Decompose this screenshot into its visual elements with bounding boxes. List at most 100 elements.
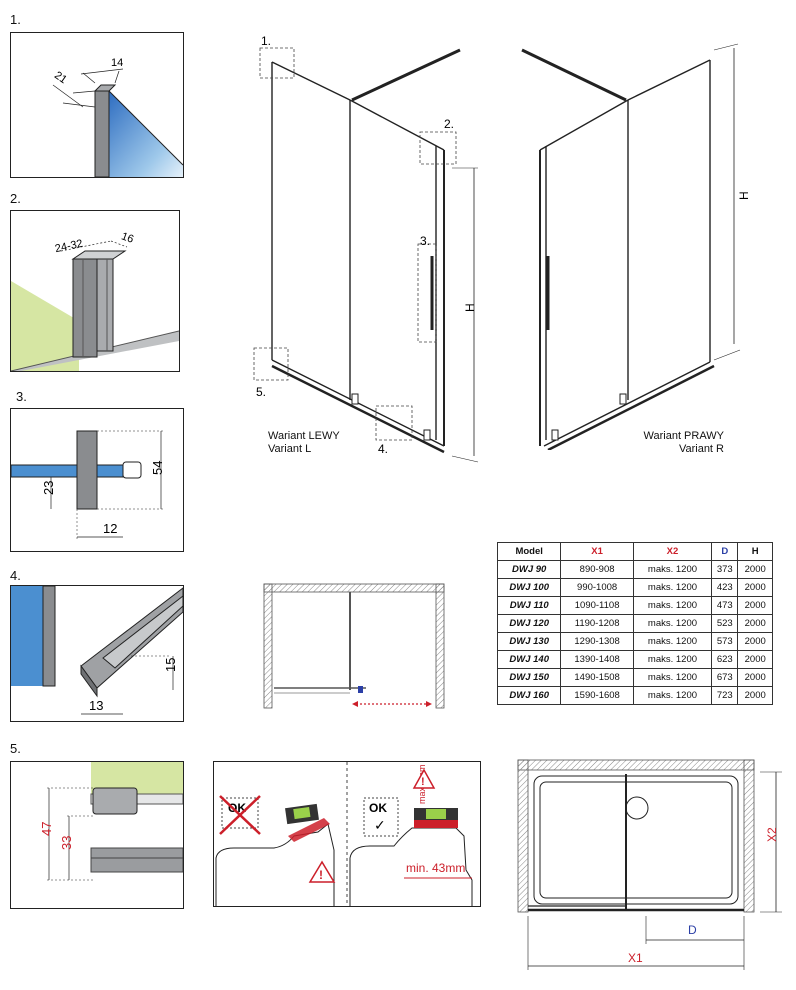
table-cell: 1390-1408 [560, 650, 634, 669]
detail-1-dim-14: 14 [111, 57, 123, 69]
table-cell: maks. 1200 [632, 578, 713, 597]
level-min-label: min. 43mm [406, 861, 465, 875]
detail-3-dim-54: 54 [150, 461, 165, 475]
table-cell: 473 [711, 596, 739, 615]
variant-right-label: Wariant PRAWY Variant R [632, 430, 724, 456]
level-check-panel: OK ! OK ✓ max 1mm ! min. 43mm [213, 761, 481, 907]
level-ok-wrong: OK [228, 801, 246, 815]
variant-right-line1: Wariant PRAWY [643, 430, 724, 442]
detail-3-dim-23: 23 [41, 481, 56, 495]
section-number-1: 1. [10, 12, 21, 27]
detail-2-dim-24-32: 24-32 [54, 238, 84, 256]
detail-3-dim-12: 12 [103, 521, 117, 536]
table-cell: 1490-1508 [560, 668, 634, 687]
table-cell: 573 [711, 632, 739, 651]
table-header-row: Model X1 X2 D H [496, 542, 773, 561]
detail-4-dim-15: 15 [163, 658, 178, 672]
table-cell: 2000 [737, 614, 773, 633]
callout-3: 3. [420, 234, 430, 248]
height-label-left: H [463, 303, 477, 312]
detail-5-bottom-seal: 47 33 [10, 761, 184, 909]
variant-right-line2: Variant R [678, 443, 724, 455]
height-label-right: H [737, 191, 751, 200]
svg-text:✓: ✓ [374, 817, 386, 833]
table-cell: 990-1008 [560, 578, 634, 597]
table-cell: 623 [711, 650, 739, 669]
svg-text:!: ! [421, 776, 425, 788]
plan-x2-label: X2 [765, 827, 779, 842]
detail-2-dim-16: 16 [120, 230, 136, 245]
table-cell: 1590-1608 [560, 686, 634, 705]
detail-4-bottom-rail: 15 13 [10, 585, 184, 722]
table-cell: DWJ 120 [496, 614, 562, 633]
table-cell: DWJ 110 [496, 596, 562, 615]
callout-2: 2. [444, 117, 454, 131]
table-cell: 423 [711, 578, 739, 597]
table-cell: DWJ 140 [496, 650, 562, 669]
callout-1: 1. [261, 34, 271, 48]
svg-text:!: ! [319, 868, 323, 882]
table-cell: maks. 1200 [632, 614, 713, 633]
level-ok-right: OK [369, 801, 387, 815]
variant-left-line2: Variant L [268, 443, 312, 455]
table-cell: DWJ 100 [496, 578, 562, 597]
table-cell: 523 [711, 614, 739, 633]
table-cell: DWJ 90 [496, 560, 562, 579]
section-number-2: 2. [10, 191, 21, 206]
section-number-4: 4. [10, 568, 21, 583]
detail-5-dim-33: 33 [59, 836, 74, 850]
table-cell: 2000 [737, 668, 773, 687]
plan-d-label: D [688, 923, 697, 937]
table-cell: DWJ 150 [496, 668, 562, 687]
table-cell: maks. 1200 [632, 686, 713, 705]
table-cell: 373 [711, 560, 739, 579]
detail-1-dim-21: 21 [52, 69, 69, 86]
table-cell: maks. 1200 [632, 632, 713, 651]
section-number-3: 3. [16, 389, 27, 404]
detail-5-dim-47: 47 [39, 822, 54, 836]
floor-plan: X2 D X1 [517, 759, 782, 970]
table-cell: 890-908 [560, 560, 634, 579]
table-cell: 1290-1308 [560, 632, 634, 651]
table-cell: DWJ 130 [496, 632, 562, 651]
table-cell: maks. 1200 [632, 668, 713, 687]
header-d: D [711, 542, 739, 561]
table-cell: maks. 1200 [632, 560, 713, 579]
table-cell: 2000 [737, 686, 773, 705]
table-cell: 2000 [737, 560, 773, 579]
header-model: Model [496, 542, 562, 561]
detail-1-top-profile: 14 21 [10, 32, 184, 178]
detail-3-handle: 54 23 12 [10, 408, 184, 552]
table-cell: 2000 [737, 578, 773, 597]
section-number-5: 5. [10, 741, 21, 756]
variant-left-isometric: 1. 2. 3. 4. 5. H [253, 34, 479, 463]
variant-left-line1: Wariant LEWY [268, 430, 340, 442]
table-cell: 2000 [737, 596, 773, 615]
table-cell: 723 [711, 686, 739, 705]
table-cell: maks. 1200 [632, 650, 713, 669]
table-cell: 1090-1108 [560, 596, 634, 615]
table-cell: maks. 1200 [632, 596, 713, 615]
callout-4: 4. [378, 442, 388, 456]
detail-4-dim-13: 13 [89, 698, 103, 713]
variant-left-label: Wariant LEWY Variant L [268, 430, 340, 456]
table-cell: 2000 [737, 650, 773, 669]
header-x1: X1 [560, 542, 634, 561]
table-cell: 673 [711, 668, 739, 687]
plan-x1-label: X1 [628, 951, 643, 965]
header-h: H [737, 542, 773, 561]
table-cell: 2000 [737, 632, 773, 651]
header-x2: X2 [632, 542, 713, 561]
callout-5: 5. [256, 385, 266, 399]
table-cell: DWJ 160 [496, 686, 562, 705]
variant-right-isometric: H [521, 43, 751, 450]
